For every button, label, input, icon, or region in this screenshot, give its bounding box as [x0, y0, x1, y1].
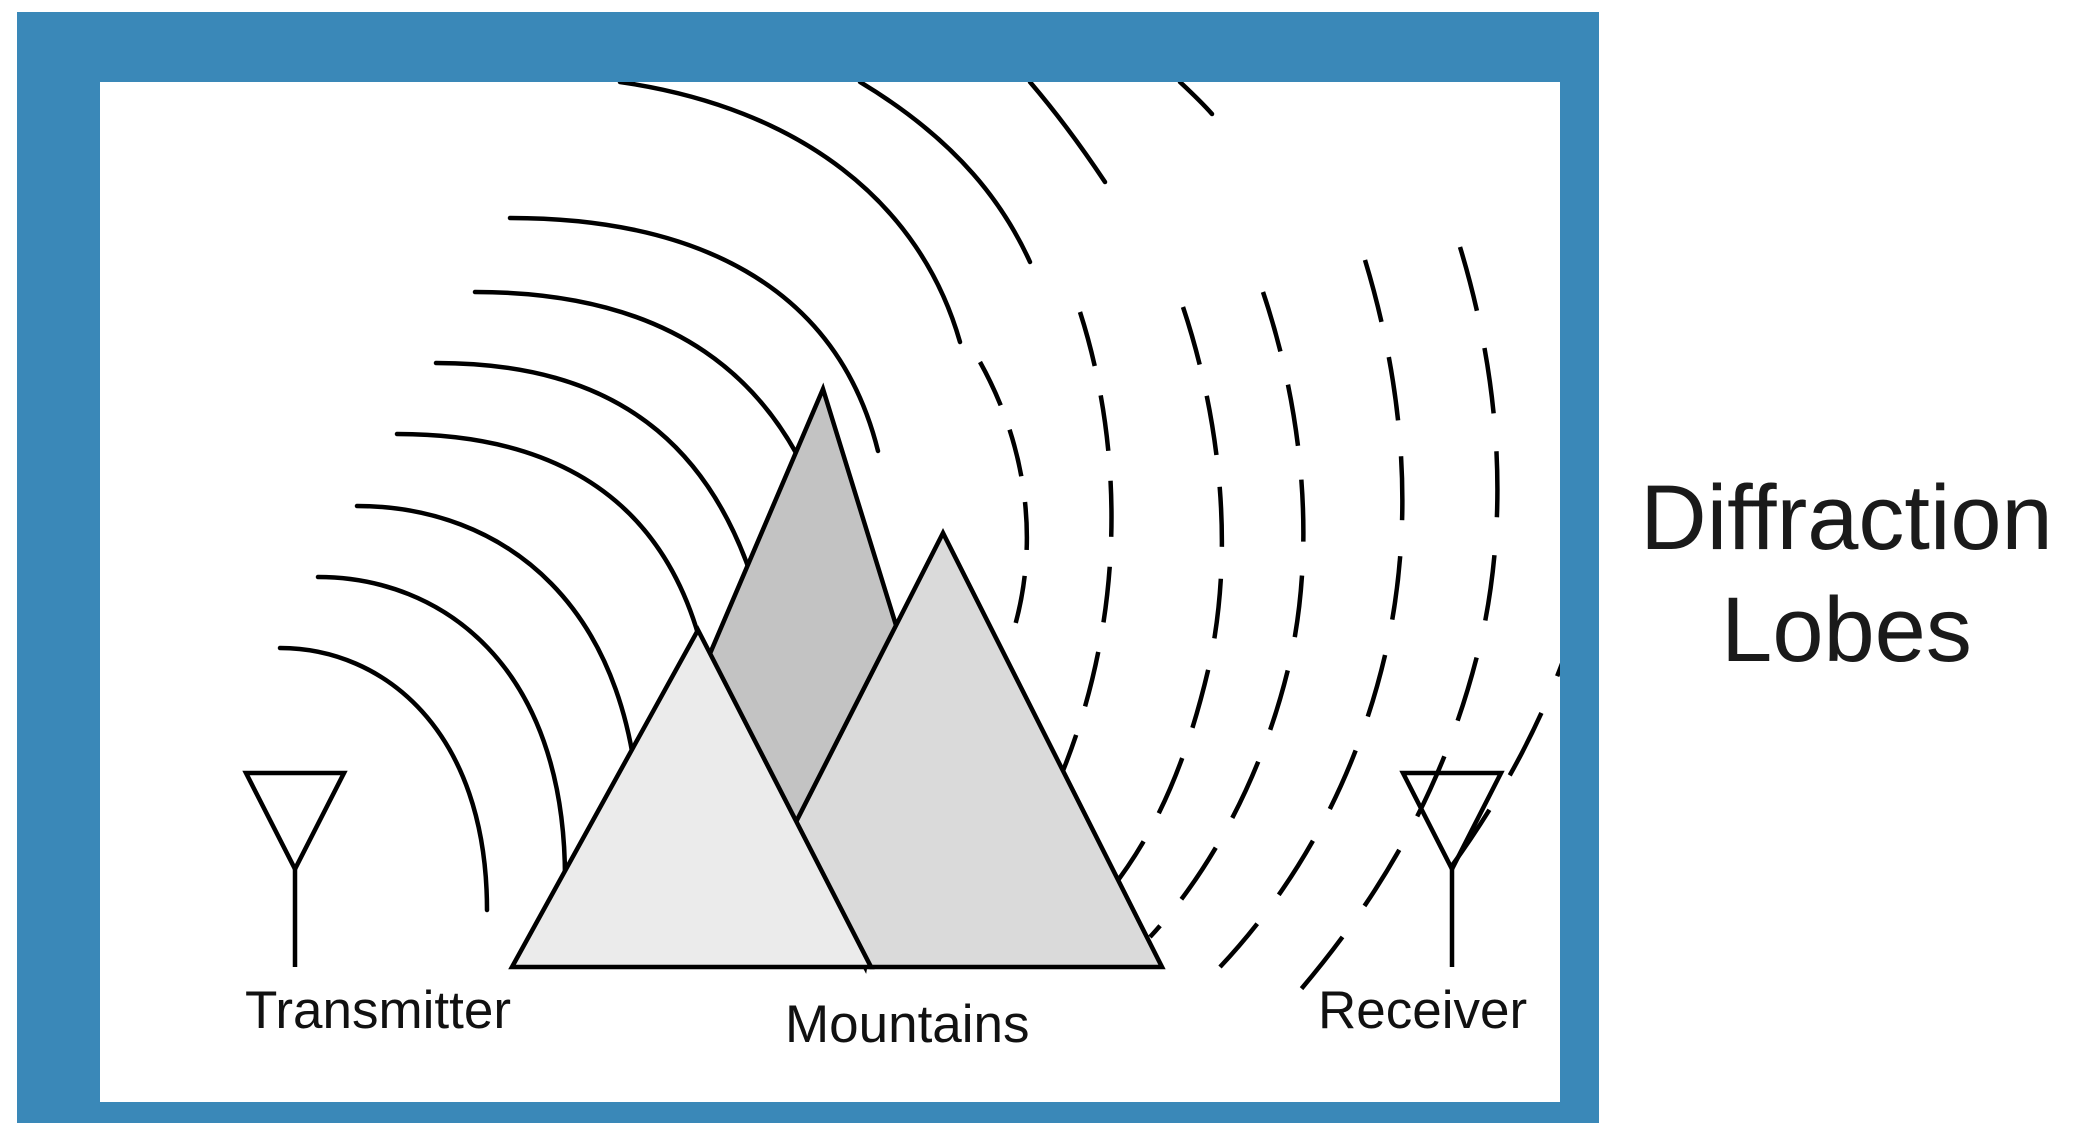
mountains	[508, 382, 1166, 974]
transmitter-label: Transmitter	[245, 981, 511, 1040]
mountain-front	[508, 625, 875, 970]
slide-title-line-1: Diffraction	[1640, 467, 2053, 569]
receiver-antenna	[1399, 770, 1505, 967]
slide-title: Diffraction Lobes	[1600, 462, 2093, 686]
mountains-label: Mountains	[785, 995, 1030, 1054]
wavefront-arc	[1177, 82, 1215, 117]
wavefront-arc	[1027, 82, 1108, 185]
incident-wavefronts	[277, 82, 1215, 913]
diffraction-diagram: Transmitter Mountains Receiver	[242, 82, 1560, 1054]
lobe-arc	[1037, 311, 1114, 824]
wavefront-arc	[617, 82, 963, 345]
wavefront-arc	[277, 645, 490, 913]
wavefront-arc	[507, 215, 881, 454]
slide-frame: Transmitter Mountains Receiver	[17, 12, 1599, 1123]
lobe-arc	[1103, 306, 1225, 899]
lobe-arc	[1148, 291, 1306, 939]
transmitter-antenna	[242, 770, 348, 967]
diffraction-lobes	[978, 246, 1560, 1004]
diagram-panel: Transmitter Mountains Receiver	[100, 82, 1560, 1102]
lobe-arc	[978, 360, 1030, 643]
wavefront-arc	[315, 574, 568, 881]
transmitter-antenna-head	[242, 770, 348, 874]
wavefront-arc	[857, 82, 1033, 265]
lobe-arc	[1218, 259, 1405, 969]
lobe-arc	[1288, 246, 1500, 1004]
wavefront-arc	[354, 503, 643, 849]
receiver-label: Receiver	[1318, 981, 1527, 1040]
slide-title-line-2: Lobes	[1721, 579, 1972, 681]
receiver-antenna-head	[1399, 770, 1505, 874]
